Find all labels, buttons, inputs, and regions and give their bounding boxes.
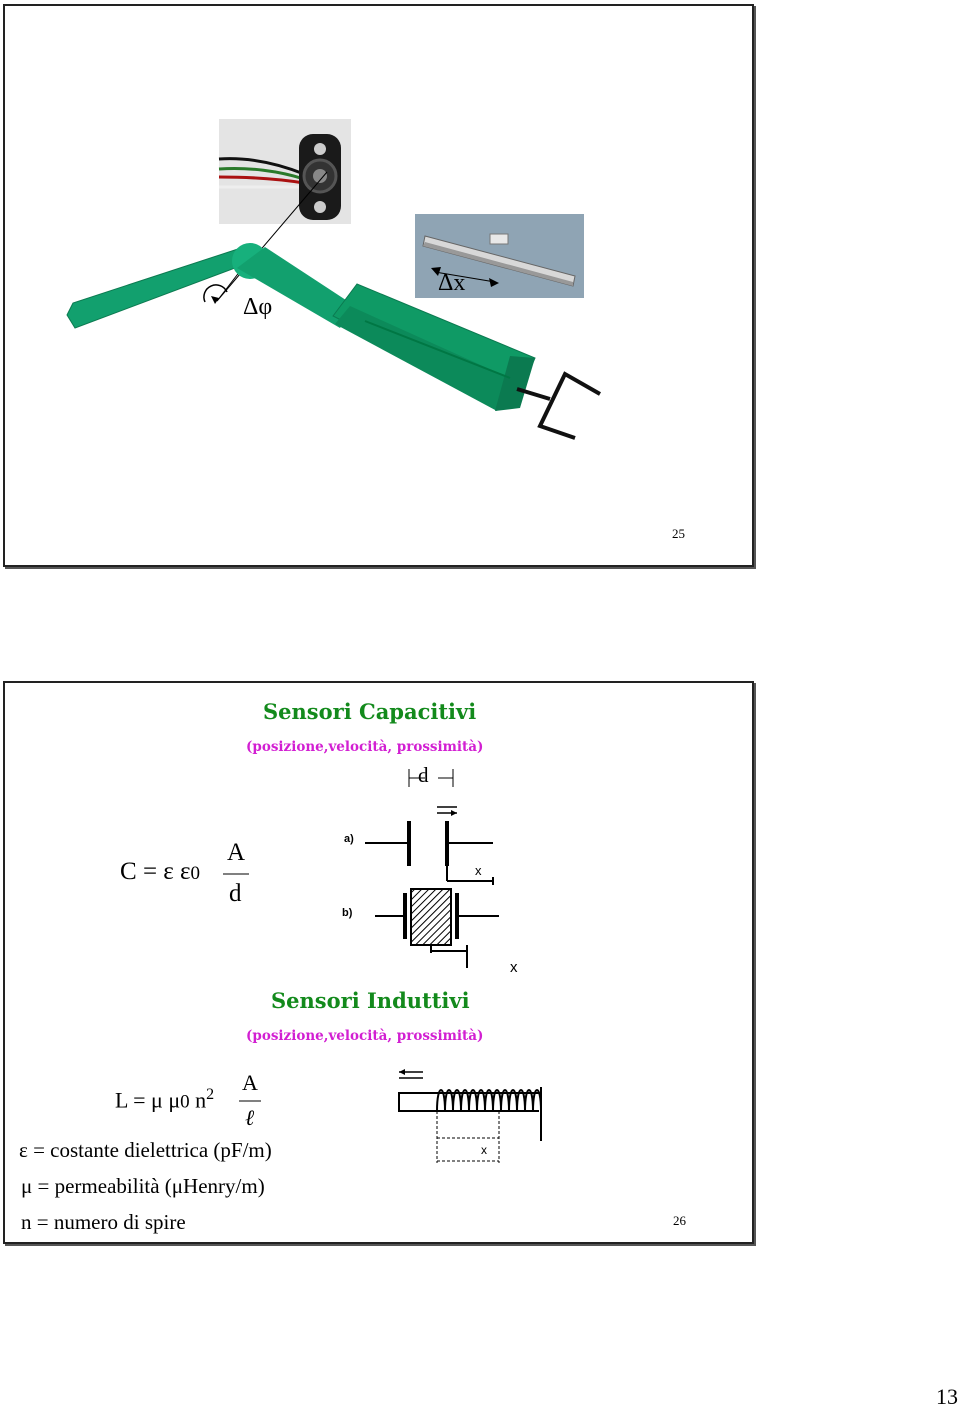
page-number: 13	[936, 1384, 958, 1409]
slide-number: 26	[673, 1213, 686, 1228]
formula-eps0-sub: 0	[190, 863, 201, 884]
diagram-d-label: d	[418, 763, 429, 787]
fraction-bar	[223, 873, 249, 875]
capacitor-diagram	[365, 769, 499, 968]
formula-lhs: C	[120, 858, 137, 885]
definition-mu: μ = permeabilità (μHenry/m)	[21, 1174, 265, 1199]
formula-eq: =	[142, 858, 158, 885]
formula-eq: =	[133, 1087, 146, 1113]
formula-mu: μ	[151, 1087, 163, 1113]
definition-eq: =	[37, 1174, 50, 1198]
definition-eq: =	[33, 1138, 45, 1162]
formula-denominator: ℓ	[245, 1105, 255, 1130]
linear-sensor-photo	[415, 214, 584, 298]
definition-text: numero di spire	[53, 1210, 186, 1234]
diagram-b-label: b)	[342, 907, 353, 919]
definition-epsilon: ε = costante dielettrica (pF/m)	[19, 1138, 272, 1163]
formula-n-sup: 2	[206, 1086, 215, 1103]
slide-26: Sensori Capacitivi (posizione,velocità, …	[3, 681, 754, 1244]
diagram-x-label-b: x	[510, 959, 518, 976]
formula-numerator: A	[227, 839, 246, 866]
diagram-a-label: a)	[344, 833, 354, 845]
coil-x-label: x	[481, 1143, 487, 1157]
inductive-subtitle: (posizione,velocità, prossimità)	[246, 1028, 484, 1044]
definition-text: permeabilità (μHenry/m)	[54, 1174, 265, 1198]
definition-symbol: μ	[21, 1174, 33, 1198]
formula-eps: ε	[163, 858, 174, 885]
definition-text: costante dielettrica (pF/m)	[50, 1138, 272, 1162]
slide-number: 25	[672, 526, 685, 541]
definition-eq: =	[36, 1210, 49, 1234]
formula-denominator: d	[229, 880, 242, 907]
diagram-x-label-a: x	[475, 863, 482, 878]
fraction-bar	[239, 1100, 261, 1102]
delta-phi-label: Δφ	[243, 294, 273, 320]
formula-eps0: ε	[180, 858, 191, 885]
coil-diagram	[398, 1069, 542, 1163]
definition-symbol: n	[21, 1210, 32, 1234]
formula-numerator: A	[242, 1070, 258, 1095]
definition-symbol: ε	[19, 1138, 28, 1162]
inductive-title: Sensori Induttivi	[271, 988, 470, 1013]
inductance-formula: L = μ μ0 n2	[115, 1086, 214, 1113]
capacitive-subtitle: (posizione,velocità, prossimità)	[246, 739, 484, 755]
robot-arm-diagram	[66, 171, 601, 440]
formula-lhs: L	[115, 1087, 128, 1113]
delta-x-label: Δx	[438, 270, 466, 296]
rotary-sensor-photo	[218, 119, 351, 224]
formula-mu0: μ	[168, 1087, 181, 1113]
capacitive-title: Sensori Capacitivi	[263, 699, 477, 724]
formula-mu0-sub: 0	[180, 1091, 190, 1113]
definition-n: n = numero di spire	[21, 1210, 186, 1235]
capacitance-formula: C = ε ε0	[120, 858, 200, 886]
formula-n: n	[195, 1087, 207, 1113]
slide-25: Δφ Δx 25	[3, 4, 754, 567]
